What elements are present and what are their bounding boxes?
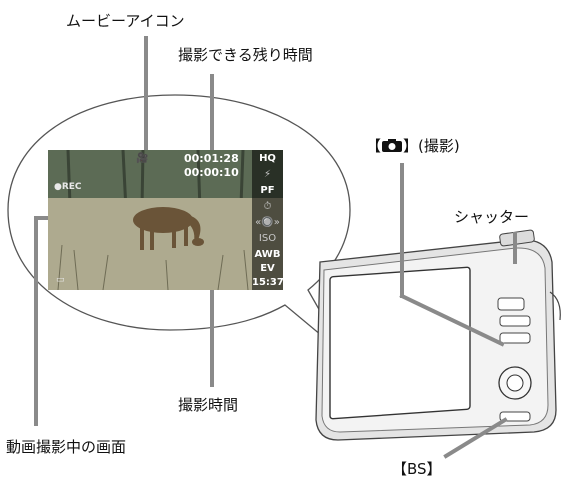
hq-icon: HQ <box>259 153 276 164</box>
camera-illustration <box>315 229 561 441</box>
awb-icon: AWB <box>254 249 281 260</box>
bs-button-drawing <box>499 411 531 422</box>
label-shoot-button: 【 】(撮影) <box>366 138 460 154</box>
deer <box>133 207 204 250</box>
self-timer-icon: ⏱ <box>263 201 272 212</box>
rec-indicator: ●REC <box>54 182 82 192</box>
screen-side-icons: HQ ⚡ PF ⏱ «🔘» ISO AWB EV 15:37 <box>252 150 284 290</box>
remaining-time-readout: 00:01:28 <box>184 152 239 165</box>
label-shoot-suffix: 】(撮影) <box>403 137 460 155</box>
label-shutter: シャッター <box>454 208 530 226</box>
label-elapsed-time: 撮影時間 <box>178 396 239 414</box>
deer-scene-image <box>48 150 283 290</box>
label-movie-icon: ムービーアイコン <box>66 12 185 30</box>
pf-icon: PF <box>260 185 275 196</box>
battery-icon: ▭ <box>56 275 65 285</box>
elapsed-time-readout: 00:00:10 <box>184 166 239 179</box>
camera-icon <box>381 138 403 153</box>
iso-icon: ISO <box>258 233 277 244</box>
clock-readout: 15:37 <box>252 277 284 288</box>
pointer-bs <box>443 417 508 459</box>
anti-shake-icon: «🔘» <box>255 217 280 228</box>
label-bs-button: 【BS】 <box>392 460 442 478</box>
flash-icon: ⚡ <box>263 169 272 180</box>
movie-screen: 🎥 00:01:28 00:00:10 ●REC ▭ <box>48 150 283 290</box>
movie-icon: 🎥 <box>136 153 149 164</box>
label-shoot-bracket: 【 <box>366 137 382 155</box>
label-remaining-time: 撮影できる残り時間 <box>178 46 313 64</box>
label-screen-during-movie: 動画撮影中の画面 <box>6 438 127 456</box>
shoot-button-drawing <box>499 315 531 327</box>
ev-icon: EV <box>260 263 275 274</box>
